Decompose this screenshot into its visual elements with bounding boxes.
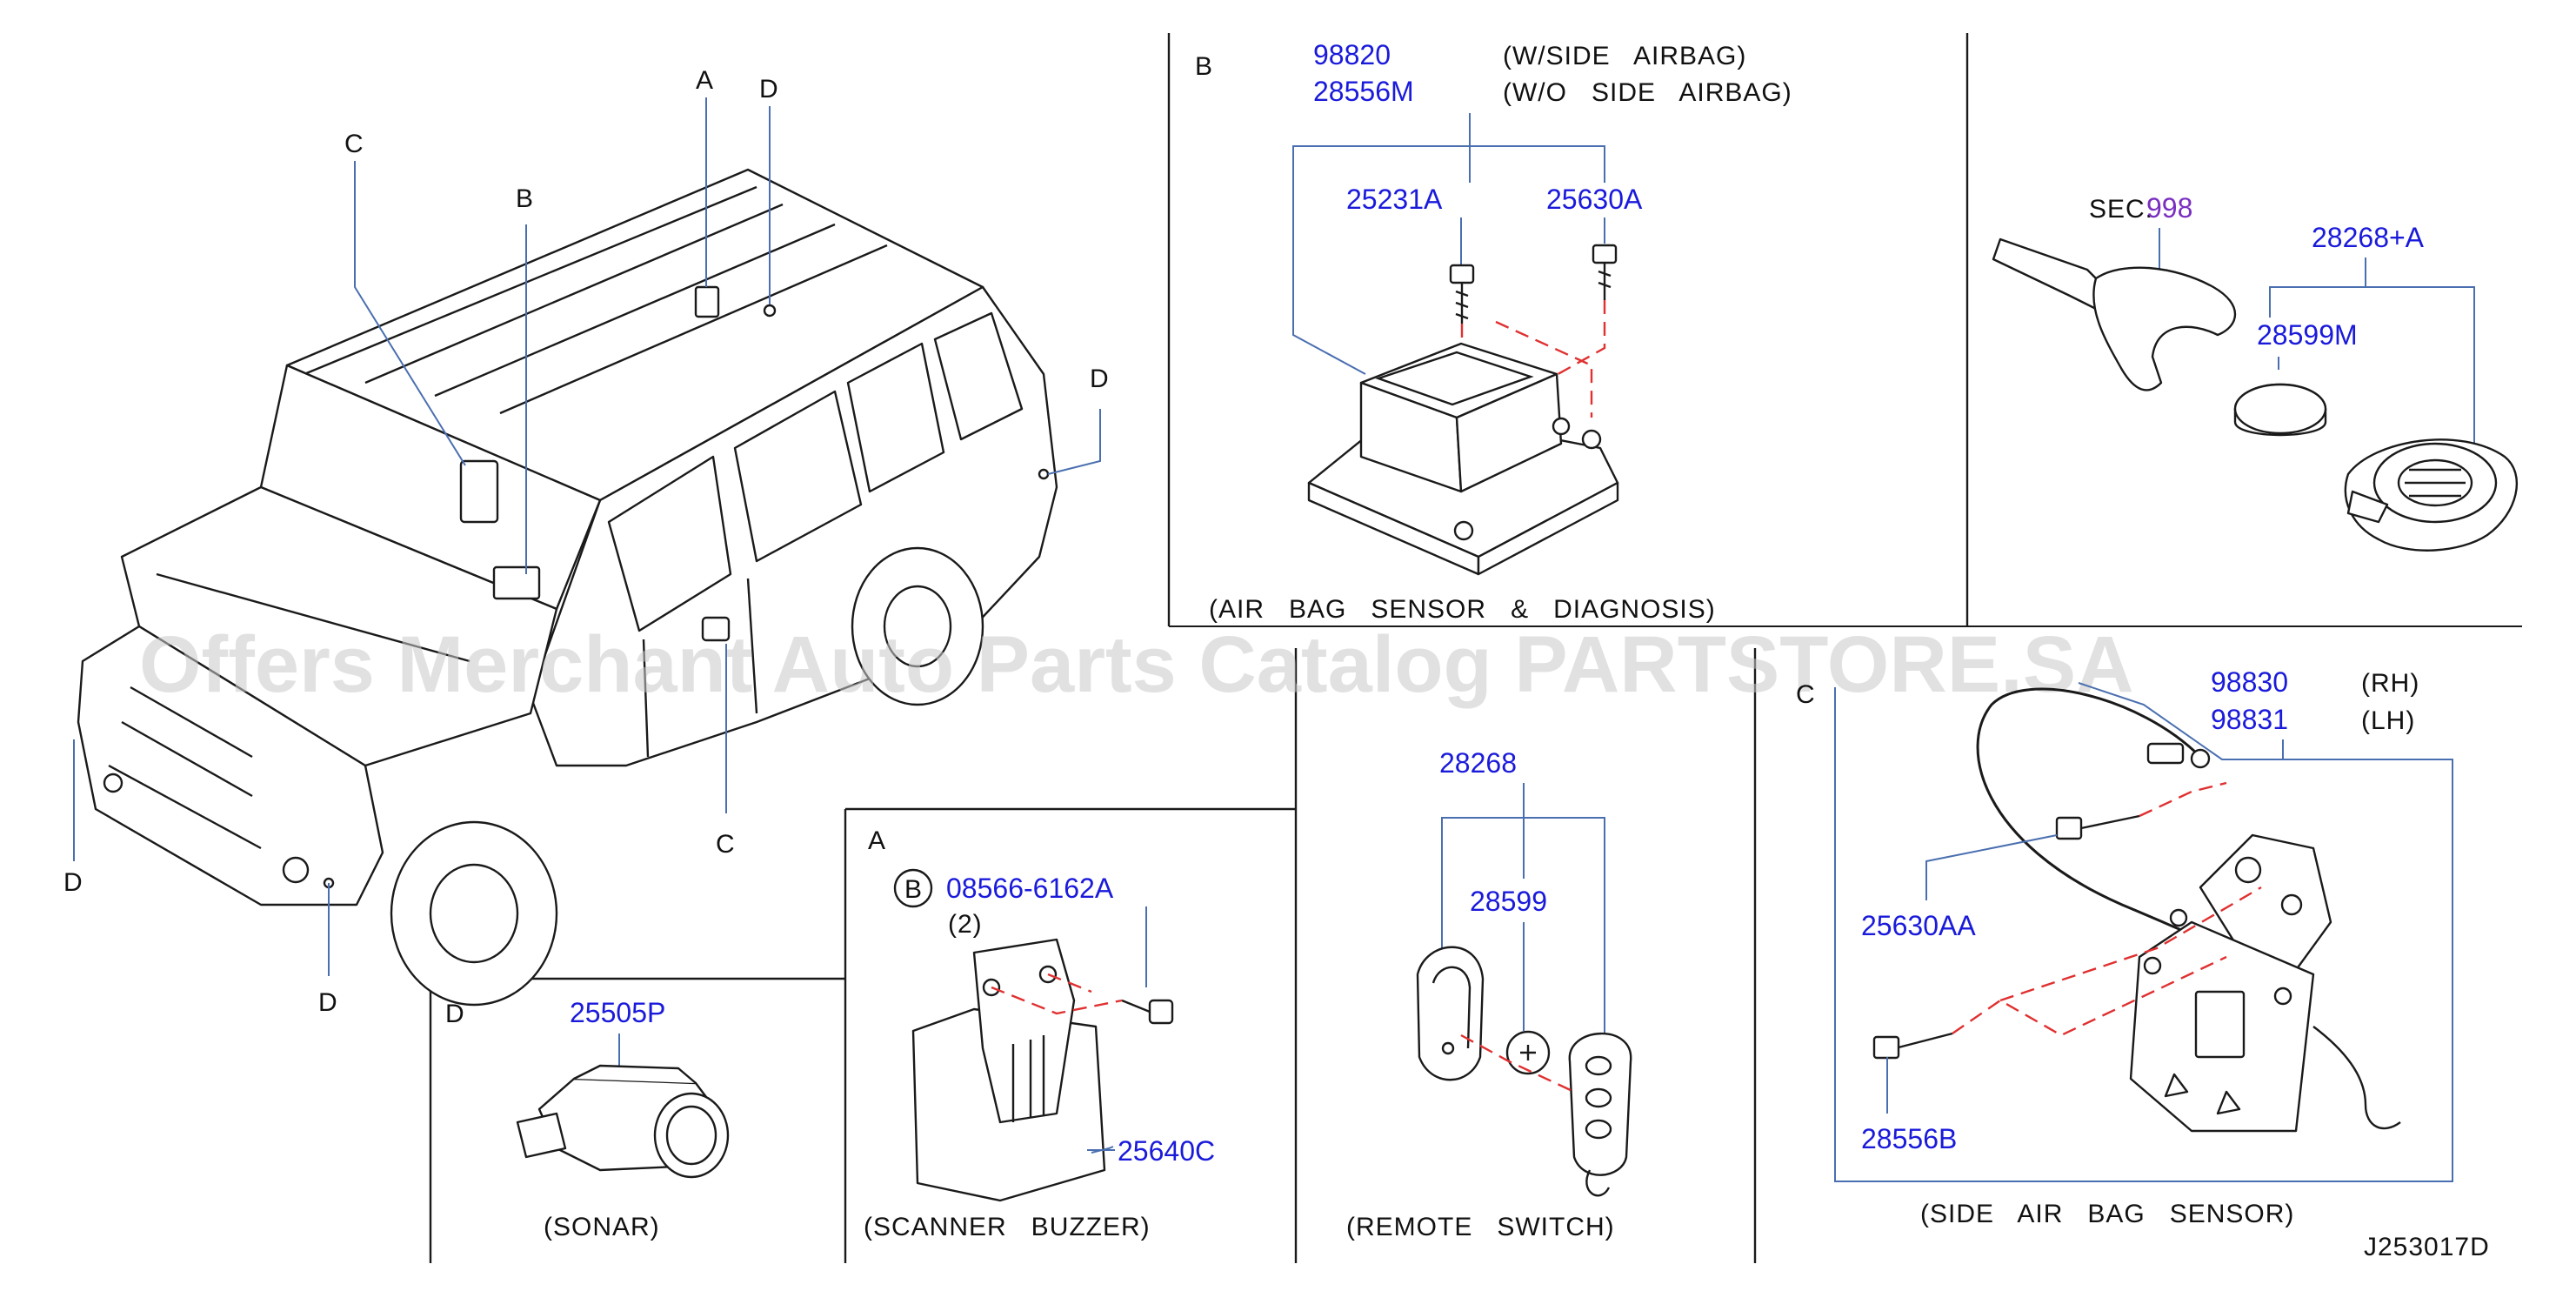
vehicle-illustration: [77, 168, 1058, 1007]
bolt-icon: [1121, 999, 1174, 1025]
panel-airbag-sensor: B 98820 (W/SIDE AIRBAG) 28556M (W/O SIDE…: [1195, 39, 1792, 624]
buzzer-icon: [911, 938, 1106, 1202]
part-number-28599m: 28599M: [2257, 319, 2358, 351]
part-number-25630aa: 25630AA: [1861, 910, 1976, 941]
part-number-25630a: 25630A: [1546, 184, 1643, 215]
remote-shell-icon: [1416, 946, 1485, 1081]
callout-c-upper: C: [344, 130, 364, 158]
ref-circle-b: [893, 868, 933, 908]
callout-c-lower: C: [716, 830, 736, 859]
caption-scanner-buzzer: (SCANNER BUZZER): [864, 1213, 1151, 1241]
panel-remote-switch: 28268 28599 (REMOTE SWITCH): [1346, 747, 1632, 1241]
callout-d-front-left: D: [63, 868, 83, 897]
watermark: Offers Merchant Auto Parts Catalog PARTS…: [139, 620, 2134, 709]
panel-borders: [429, 33, 2522, 1263]
vehicle-callouts: A D C B D D C D: [63, 66, 1110, 1017]
bolt-icon: [1449, 264, 1475, 324]
part-number-28556m: 28556M: [1313, 76, 1414, 107]
part-number-28599: 28599: [1470, 886, 1547, 917]
panel-side-airbag-sensor: C 98830 (RH) 98831 (LH): [1796, 666, 2490, 1261]
caption-airbag-sensor: (AIR BAG SENSOR & DIAGNOSIS): [1209, 595, 1716, 624]
part-number-28268-a: 28268+A: [2312, 222, 2425, 253]
coin-battery-icon: [2233, 383, 2327, 437]
part-number-98831: 98831: [2211, 704, 2288, 735]
bolt-icon: [1872, 1032, 1953, 1060]
callout-d-roof: D: [759, 75, 779, 104]
part-number-25640c: 25640C: [1118, 1135, 1215, 1167]
label-rh: (RH): [2361, 669, 2419, 698]
coin-battery-icon: [1505, 1030, 1551, 1075]
panel-b-letter: B: [1195, 52, 1213, 81]
callout-b: B: [516, 184, 534, 213]
drawing-id: J253017D: [2364, 1233, 2490, 1261]
callout-d-rear: D: [1090, 365, 1110, 393]
part-number-98820: 98820: [1313, 39, 1391, 70]
panel-key: SEC. 998 28268+A 28599M: [1992, 192, 2518, 552]
sec-number: 998: [2146, 192, 2192, 224]
part-number-25231a: 25231A: [1346, 184, 1443, 215]
bolt-quantity: (2): [948, 910, 983, 939]
part-number-98830: 98830: [2211, 666, 2288, 698]
caption-side-airbag-sensor: (SIDE AIR BAG SENSOR): [1920, 1200, 2294, 1228]
part-number-08566-6162a: 08566-6162A: [946, 873, 1114, 904]
callout-d-front-right: D: [318, 988, 338, 1017]
caption-remote-switch: (REMOTE SWITCH): [1346, 1213, 1615, 1241]
callout-a: A: [696, 66, 714, 95]
part-number-28556b: 28556B: [1861, 1123, 1957, 1154]
bolt-icon: [1592, 244, 1618, 300]
caption-sonar: (SONAR): [544, 1213, 660, 1241]
note-without-side-airbag: (W/O SIDE AIRBAG): [1503, 78, 1792, 107]
part-number-28268: 28268: [1439, 747, 1517, 779]
note-with-side-airbag: (W/SIDE AIRBAG): [1503, 42, 1746, 70]
sonar-sensor-icon: [516, 1064, 730, 1179]
remote-head-icon: [2344, 438, 2518, 552]
ref-circle-b-letter: B: [904, 875, 923, 904]
vehicle-leader-lines: [73, 97, 1101, 976]
bolt-icon: [2055, 814, 2140, 840]
key-icon: [1992, 237, 2237, 391]
panel-scanner-buzzer: A B 08566-6162A (2) 25640C (SCANNER BUZZ…: [864, 826, 1215, 1241]
panel-d-letter: D: [445, 1000, 465, 1028]
panel-sonar: D 25505P (SONAR): [445, 997, 730, 1241]
remote-transmitter-icon: [1568, 1032, 1632, 1197]
panel-c-letter: C: [1796, 680, 1816, 709]
sec-label: SEC.: [2089, 195, 2153, 224]
label-lh: (LH): [2361, 706, 2415, 735]
panel-a-letter: A: [868, 826, 886, 855]
part-number-25505p: 25505P: [570, 997, 665, 1028]
